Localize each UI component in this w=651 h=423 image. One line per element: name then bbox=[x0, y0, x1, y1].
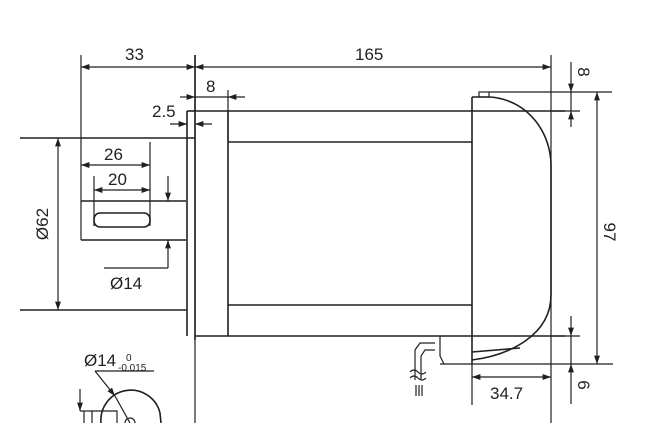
shaft bbox=[20, 137, 195, 311]
svg-text:8: 8 bbox=[574, 67, 593, 76]
dim-phi62: Ø62 bbox=[33, 138, 61, 310]
dim-20: 20 bbox=[94, 170, 150, 193]
svg-text:Ø14: Ø14 bbox=[84, 351, 116, 370]
cable-connector-icon bbox=[409, 336, 445, 396]
dim-33: 33 bbox=[81, 45, 195, 70]
dim-165: 165 bbox=[195, 45, 551, 70]
motor-body bbox=[186, 55, 565, 340]
svg-text:97: 97 bbox=[600, 223, 619, 242]
dim-8-flange: 8 bbox=[180, 77, 245, 100]
svg-text:20: 20 bbox=[108, 170, 127, 189]
svg-text:6: 6 bbox=[574, 380, 593, 389]
svg-text:8: 8 bbox=[206, 77, 215, 96]
svg-text:Ø14: Ø14 bbox=[110, 274, 142, 293]
dim-34.7: 34.7 bbox=[472, 374, 551, 403]
svg-text:Ø62: Ø62 bbox=[33, 208, 52, 240]
dim-97: 97 bbox=[594, 92, 619, 364]
rear-cover bbox=[440, 91, 613, 365]
dim-8-top: 8 bbox=[568, 62, 593, 127]
dim-26: 26 bbox=[81, 145, 150, 168]
svg-text:-0.015: -0.015 bbox=[118, 363, 147, 374]
svg-text:0: 0 bbox=[126, 353, 132, 364]
svg-text:26: 26 bbox=[104, 145, 123, 164]
svg-text:2.5: 2.5 bbox=[152, 102, 176, 121]
dim-2.5: 2.5 bbox=[152, 102, 212, 127]
svg-text:33: 33 bbox=[125, 45, 144, 64]
dim-6: 6 bbox=[568, 316, 593, 404]
shaft-end-view: Ø14 0 -0.015 bbox=[77, 351, 162, 423]
dim-phi14: Ø14 bbox=[104, 176, 171, 293]
svg-text:165: 165 bbox=[355, 45, 383, 64]
svg-text:34.7: 34.7 bbox=[490, 384, 523, 403]
